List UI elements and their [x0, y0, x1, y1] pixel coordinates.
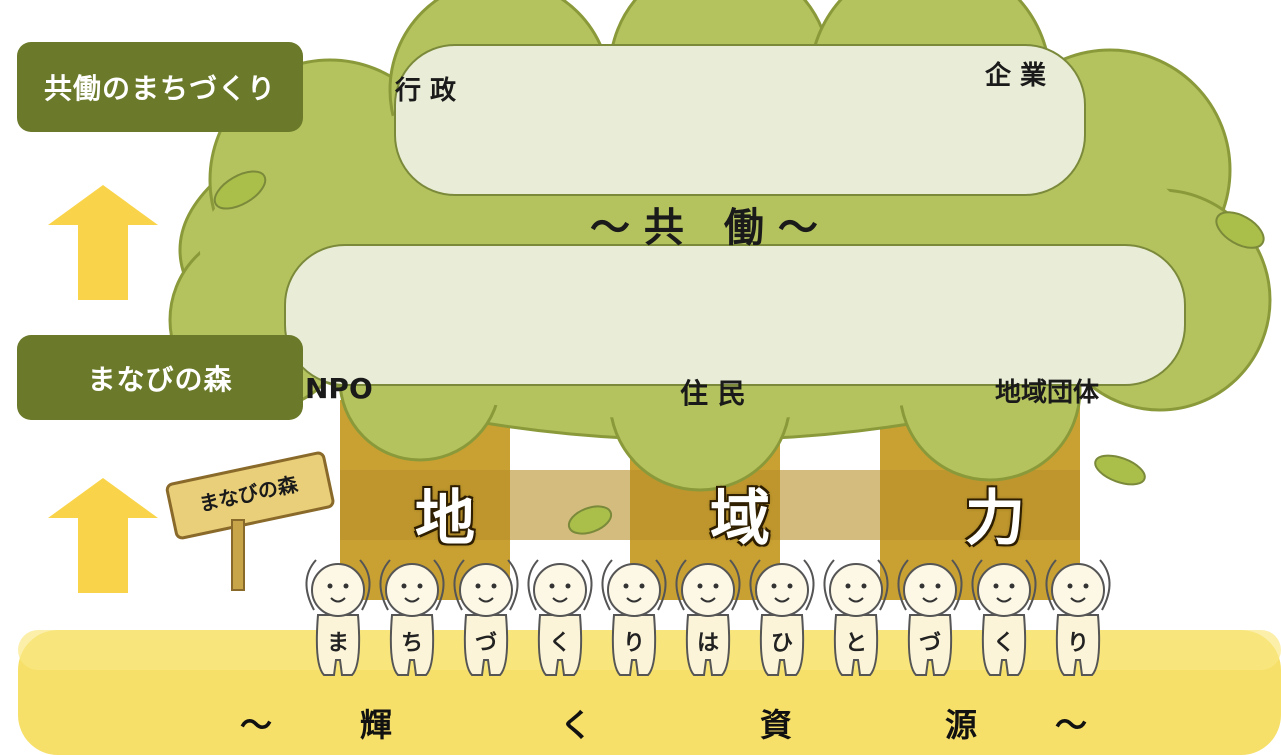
sign-board — [165, 451, 335, 591]
kyodo-banner: 〜 共 働 〜 — [590, 205, 818, 251]
kid-letter: り — [623, 631, 646, 656]
trunk-word-ryoku: 力 — [965, 484, 1025, 554]
trunk-word-chi: 地 — [415, 484, 475, 554]
kid-figure — [379, 559, 445, 676]
kid-letter: く — [549, 631, 572, 656]
gyosei-label: 行 政 — [395, 76, 457, 106]
kid-letter: づ — [475, 631, 498, 656]
kid-figure — [453, 559, 519, 676]
band-shi: 資 — [760, 706, 793, 744]
kids-row — [305, 559, 1111, 676]
kid-letter: ま — [327, 631, 350, 656]
jumin-label: 住 民 — [680, 377, 746, 410]
kigyo-label: 企 業 — [985, 61, 1047, 91]
band-tilde-left: 〜 — [240, 706, 273, 744]
kid-figure — [823, 559, 889, 676]
band-ku: く — [560, 706, 593, 744]
kid-letter: づ — [919, 631, 942, 656]
up-arrow-bottom — [48, 478, 158, 593]
kid-letter: と — [845, 631, 868, 656]
up-arrow-top — [48, 185, 158, 300]
kid-letter: ひ — [771, 631, 794, 656]
kid-figure — [971, 559, 1037, 676]
kid-figure — [305, 559, 371, 676]
kid-figure — [897, 559, 963, 676]
kid-figure — [601, 559, 667, 676]
chiiki-dantai-label: 地域団体 — [995, 378, 1100, 408]
manabi-no-mori-label: まなびの森 — [17, 335, 303, 420]
kid-figure — [527, 559, 593, 676]
band-kagayaku: 輝 — [360, 706, 393, 744]
npo-label: NPO — [305, 372, 373, 405]
band-gen: 源 — [945, 706, 978, 744]
kyodo-machizukuri-label: 共働のまちづくり — [17, 42, 303, 132]
kid-letter: ち — [401, 631, 424, 656]
band-tilde-right: 〜 — [1055, 706, 1088, 744]
kid-letter: く — [993, 631, 1016, 656]
kid-figure — [749, 559, 815, 676]
people-panel-bottom — [284, 244, 1186, 386]
people-panel-top — [394, 44, 1086, 196]
trunk-word-iki: 域 — [710, 484, 770, 554]
kid-letter: は — [697, 631, 720, 656]
kid-figure — [1045, 559, 1111, 676]
kid-letter: り — [1067, 631, 1090, 656]
kid-figure — [675, 559, 741, 676]
